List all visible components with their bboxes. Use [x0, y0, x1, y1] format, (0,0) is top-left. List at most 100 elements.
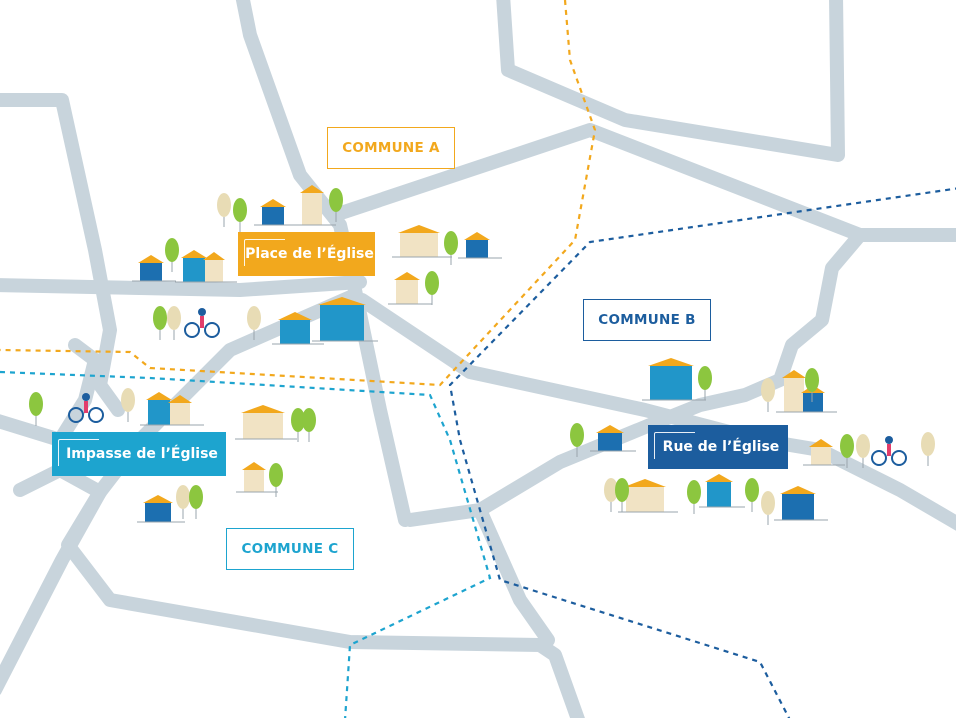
house-roof-icon	[260, 199, 286, 207]
house-icon	[148, 400, 170, 425]
house-icon	[320, 305, 364, 341]
house-icon	[598, 433, 622, 451]
house-icon	[396, 280, 418, 304]
tree-icon	[165, 238, 179, 262]
impasse-de-l-eglise-label: Impasse de l’Église	[52, 432, 226, 476]
bicycle-wheel	[184, 322, 200, 338]
tree-icon	[615, 478, 629, 502]
tree-icon	[233, 198, 247, 222]
bicycle-wheel	[871, 450, 887, 466]
road	[61, 485, 585, 718]
tree-icon	[302, 408, 316, 432]
house-icon	[650, 366, 692, 400]
bicycle-wheel	[891, 450, 907, 466]
road	[235, 0, 412, 527]
house-icon	[170, 403, 190, 425]
tree-icon	[329, 188, 343, 212]
road	[473, 503, 555, 647]
house-icon	[140, 263, 162, 281]
house-icon	[707, 482, 731, 507]
tree-icon	[444, 231, 458, 255]
house-roof-icon	[398, 225, 440, 233]
house-icon	[784, 378, 804, 412]
tree-icon	[604, 478, 618, 502]
house-roof-icon	[782, 370, 806, 378]
house-roof-icon	[241, 405, 285, 413]
tree-icon	[698, 366, 712, 390]
house-icon	[205, 260, 223, 282]
bicycle-wheel	[204, 322, 220, 338]
cyclist-icon	[82, 393, 90, 401]
cyclist-icon	[198, 308, 206, 316]
road	[328, 123, 956, 242]
bicycle-wheel	[88, 407, 104, 423]
house-roof-icon	[278, 312, 312, 320]
tree-icon	[176, 485, 190, 509]
tree-icon	[745, 478, 759, 502]
tree-icon	[153, 306, 167, 330]
tree-icon	[761, 378, 775, 402]
tree-icon	[121, 388, 135, 412]
tree-icon	[29, 392, 43, 416]
house-icon	[244, 470, 264, 492]
house-roof-icon	[203, 252, 225, 260]
tree-icon	[425, 271, 439, 295]
road	[403, 228, 867, 527]
tree-icon	[247, 306, 261, 330]
house-roof-icon	[146, 392, 172, 400]
house-roof-icon	[242, 462, 266, 470]
house-icon	[803, 393, 823, 412]
house-roof-icon	[138, 255, 164, 263]
commune-a-label: COMMUNE A	[327, 127, 455, 169]
house-roof-icon	[705, 474, 733, 482]
house-roof-icon	[596, 425, 624, 433]
boundary-commune-c	[0, 370, 492, 718]
house-roof-icon	[624, 479, 666, 487]
house-icon	[400, 233, 438, 257]
house-roof-icon	[318, 297, 366, 305]
house-roof-icon	[300, 185, 324, 193]
boundary-commune-b	[448, 187, 956, 718]
road	[0, 275, 367, 297]
house-roof-icon	[648, 358, 694, 366]
house-roof-icon	[143, 495, 173, 503]
house-roof-icon	[181, 250, 207, 258]
house-icon	[145, 503, 171, 522]
house-icon	[782, 494, 814, 520]
boundary-commune-a	[0, 0, 597, 387]
decorations	[29, 185, 935, 525]
commune-c-label: COMMUNE C	[226, 528, 354, 570]
tree-icon	[856, 434, 870, 458]
tree-icon	[840, 434, 854, 458]
house-roof-icon	[809, 439, 833, 447]
house-roof-icon	[780, 486, 816, 494]
house-icon	[243, 413, 283, 439]
house-icon	[183, 258, 205, 282]
place-de-l-eglise-label: Place de l’Église	[238, 232, 375, 276]
house-icon	[280, 320, 310, 344]
house-roof-icon	[394, 272, 420, 280]
house-icon	[466, 240, 488, 258]
tree-icon	[687, 480, 701, 504]
tree-icon	[189, 485, 203, 509]
tree-icon	[921, 432, 935, 456]
tree-icon	[269, 463, 283, 487]
tree-icon	[167, 306, 181, 330]
road	[496, 0, 845, 162]
road	[753, 433, 956, 531]
road	[0, 338, 102, 447]
tree-icon	[570, 423, 584, 447]
tree-icon	[761, 491, 775, 515]
commune-b-label: COMMUNE B	[583, 299, 711, 341]
tree-icon	[805, 368, 819, 392]
house-roof-icon	[464, 232, 490, 240]
rue-de-l-eglise-label: Rue de l’Église	[648, 425, 788, 469]
house-icon	[626, 487, 664, 512]
house-icon	[302, 193, 322, 225]
house-icon	[811, 447, 831, 465]
tree-icon	[217, 193, 231, 217]
